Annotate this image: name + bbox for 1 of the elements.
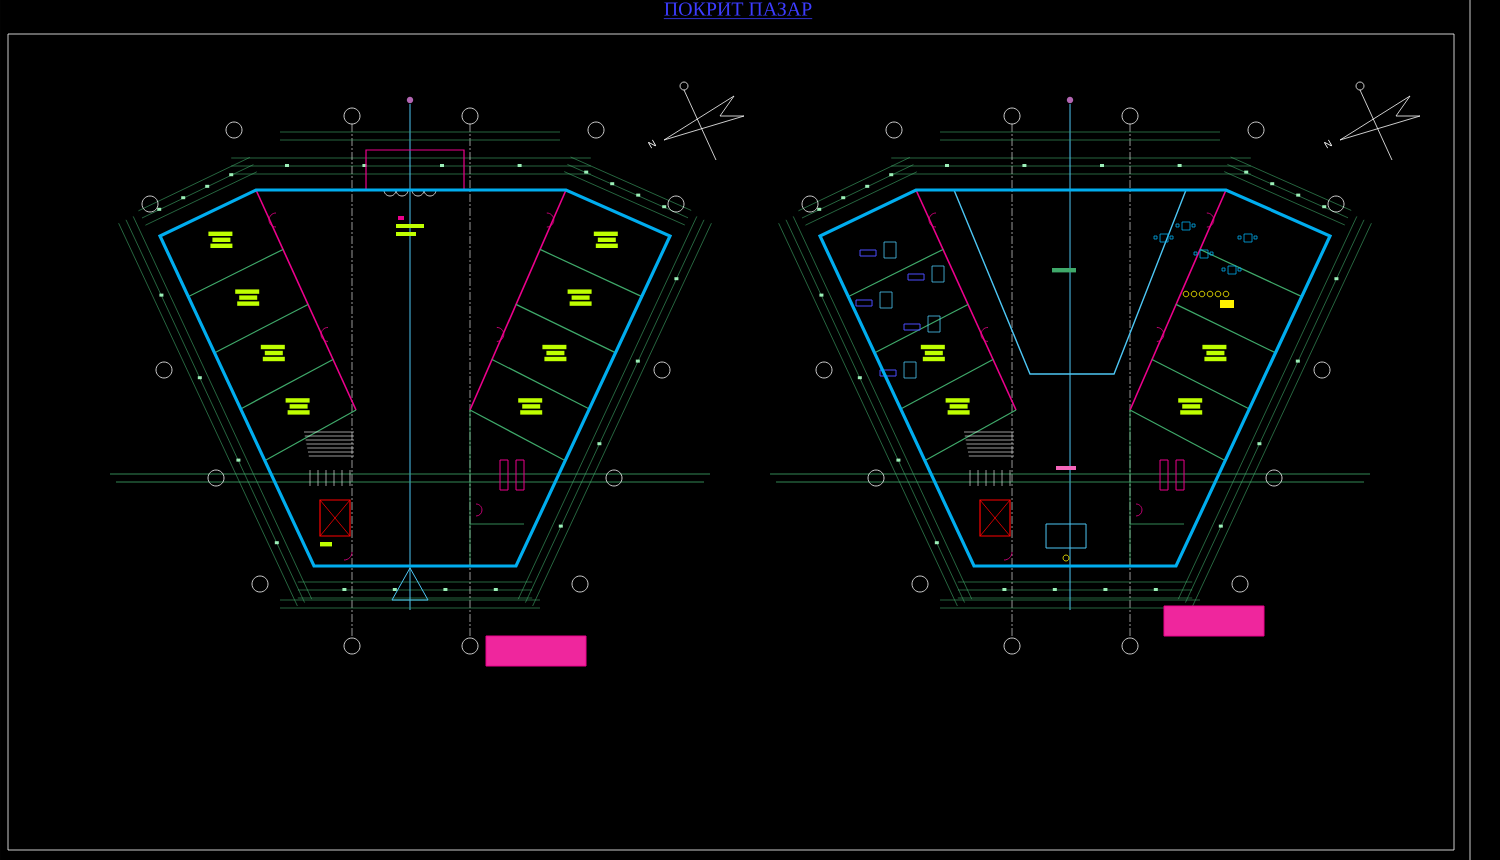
drawing-title: ПОКРИТ ПАЗАР (663, 2, 813, 19)
